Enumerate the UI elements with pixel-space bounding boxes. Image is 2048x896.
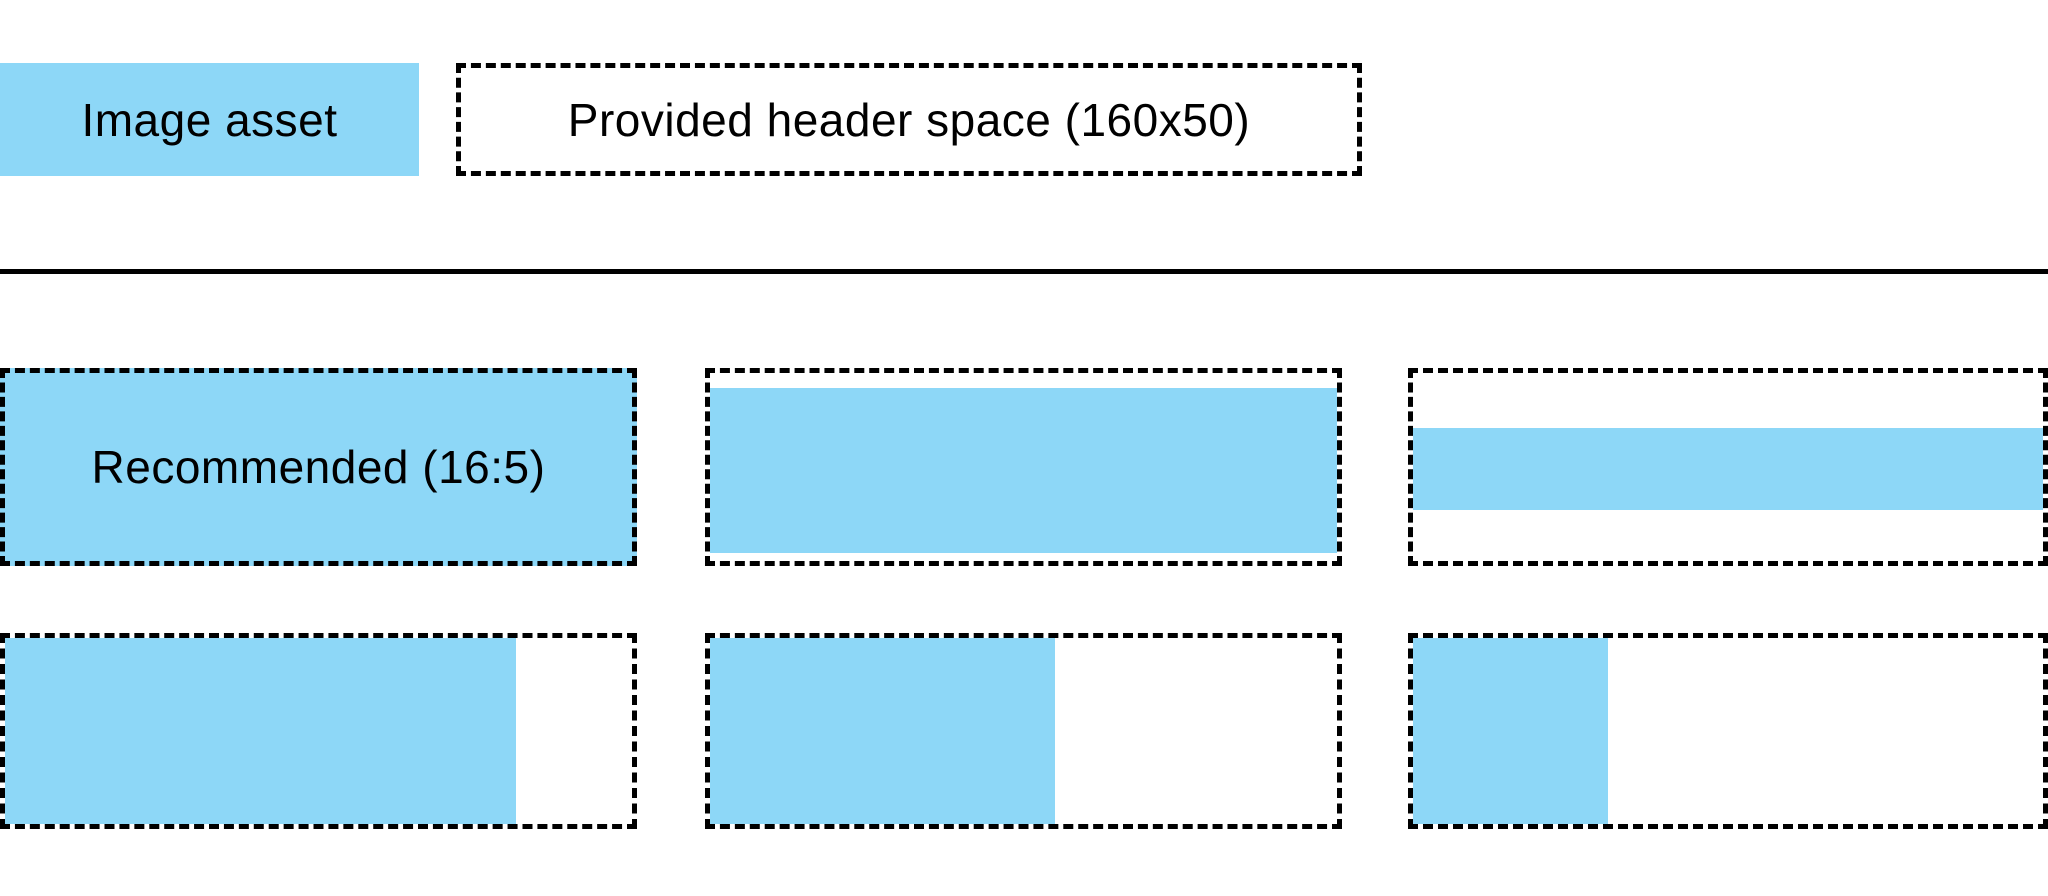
image-asset-swatch: Image asset: [0, 63, 419, 176]
recommended-label: Recommended (16:5): [91, 441, 546, 493]
provided-header-space-label: Provided header space (160x50): [567, 93, 1251, 146]
example-full-width-tall-band: [705, 368, 1342, 566]
example-full-height-medium: [705, 633, 1342, 829]
image-asset-fill: [5, 638, 516, 824]
example-full-height-narrow: [1408, 633, 2048, 829]
example-full-width-thin-band: [1408, 368, 2048, 566]
image-asset-fill: [1413, 638, 1609, 824]
example-full-height-wide: [0, 633, 637, 829]
image-asset-fill: [710, 638, 1055, 824]
provided-header-space-box: Provided header space (160x50): [456, 63, 1362, 176]
image-asset-label: Image asset: [81, 93, 338, 146]
image-asset-fill: [710, 388, 1337, 554]
image-asset-fill: [1413, 428, 2043, 511]
section-divider: [0, 269, 2048, 274]
example-recommended-16x5: Recommended (16:5): [0, 368, 637, 566]
